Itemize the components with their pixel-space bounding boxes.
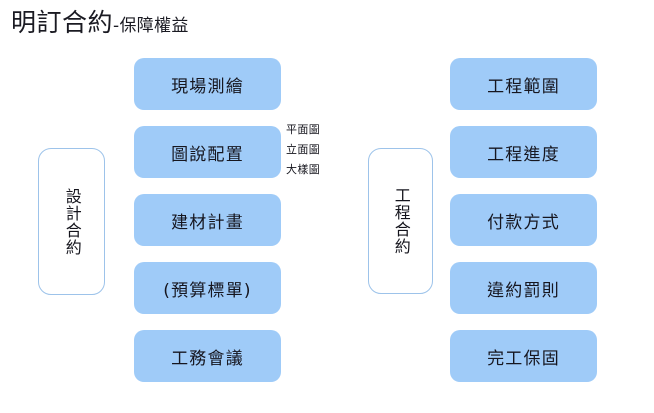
- item-chip-label: 圖說配置: [171, 144, 244, 165]
- item-chip-label: 完工保固: [487, 348, 560, 369]
- annotation-note-line: 立面圖: [286, 143, 321, 156]
- item-chip-budget-quote[interactable]: (預算標單): [134, 262, 281, 314]
- item-chip-completion-warranty[interactable]: 完工保固: [450, 330, 597, 382]
- item-chip-label: 付款方式: [487, 212, 560, 233]
- group-label-construction-contract: 工程合約: [391, 187, 411, 255]
- item-chip-label: 違約罰則: [487, 280, 560, 301]
- annotation-note-line: 大樣圖: [286, 163, 321, 176]
- item-chip-project-scope[interactable]: 工程範圍: [450, 58, 597, 110]
- item-chip-drawing-layout[interactable]: 圖說配置: [134, 126, 281, 178]
- group-box-design-contract[interactable]: 設計合約: [38, 148, 105, 295]
- item-chip-payment-terms[interactable]: 付款方式: [450, 194, 597, 246]
- annotation-note-line: 平面圖: [286, 123, 321, 136]
- page-title-subtitle: -保障權益: [113, 16, 189, 36]
- page-title: 明訂合約-保障權益: [11, 10, 189, 35]
- item-chip-label: 現場測繪: [171, 76, 244, 97]
- item-chip-label: 工程進度: [487, 144, 560, 165]
- annotation-notes-drawing-layout: 平面圖 立面圖 大樣圖: [286, 124, 320, 175]
- item-chip-breach-penalty[interactable]: 違約罰則: [450, 262, 597, 314]
- item-chip-site-meeting[interactable]: 工務會議: [134, 330, 281, 382]
- item-chip-label: 建材計畫: [171, 212, 244, 233]
- item-chip-label: 工務會議: [171, 348, 244, 369]
- item-chip-project-schedule[interactable]: 工程進度: [450, 126, 597, 178]
- item-chip-label: (預算標單): [163, 280, 252, 301]
- item-chip-site-survey[interactable]: 現場測繪: [134, 58, 281, 110]
- item-chip-label: 工程範圍: [487, 76, 560, 97]
- page-title-main: 明訂合約: [11, 8, 114, 37]
- item-chip-material-plan[interactable]: 建材計畫: [134, 194, 281, 246]
- group-label-design-contract: 設計合約: [62, 187, 82, 256]
- group-box-construction-contract[interactable]: 工程合約: [368, 148, 433, 294]
